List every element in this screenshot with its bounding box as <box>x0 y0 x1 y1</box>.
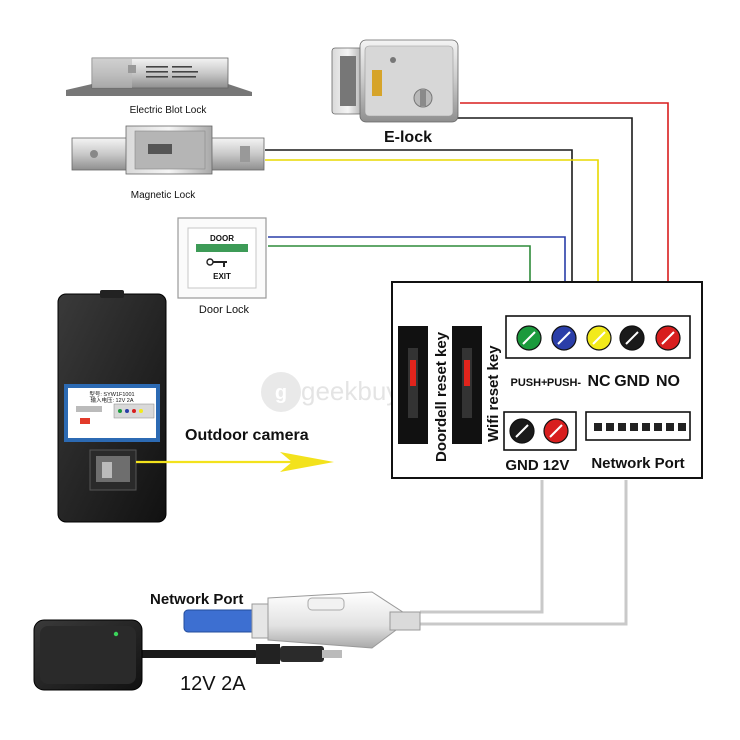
box-cables <box>420 480 628 626</box>
terminal-screw-slot <box>592 331 606 345</box>
power-plug <box>138 644 342 664</box>
magnetic-lock-label: Magnetic Lock <box>131 190 196 201</box>
exit-button-top-text: DOOR <box>210 234 234 243</box>
terminal-screw-slot <box>515 424 529 438</box>
wire-red <box>460 102 669 320</box>
terminal-screw-slot <box>625 331 639 345</box>
relay-terminal-label: PUSH- <box>547 377 582 389</box>
doorbell-reset-key-label-vertical: Doordell reset key <box>433 331 450 462</box>
power-terminal-label: 12V <box>543 457 570 474</box>
relay-terminal-label: NC <box>587 373 611 390</box>
exit-button-bottom-text: EXIT <box>213 272 231 281</box>
power-adapter <box>33 619 143 691</box>
camera-plate-line2: 输入电压: 12V 2A <box>90 396 133 404</box>
wires <box>265 102 669 320</box>
network-port-box-label: Network Port <box>591 455 684 472</box>
electric-bolt-lock <box>66 57 252 96</box>
wire-yellow <box>265 159 599 320</box>
relay-terminal-label: NO <box>656 373 680 390</box>
outdoor-camera-label: Outdoor camera <box>185 427 309 444</box>
outdoor-camera <box>57 290 167 523</box>
electric-bolt-lock-label: Electric Blot Lock <box>130 105 208 116</box>
camera-plate-line1: 型号: SYW1F1001 <box>89 390 134 398</box>
camera-arrow <box>136 452 334 472</box>
network-port-cable-label: Network Port <box>150 591 243 608</box>
terminal-screw-slot <box>549 424 563 438</box>
wire-black <box>455 117 633 320</box>
network-plug <box>183 591 421 649</box>
e-lock-label: E-lock <box>384 129 432 146</box>
power-terminal-label: GND <box>505 457 539 474</box>
magnetic-lock <box>71 125 265 175</box>
terminal-screw-slot <box>522 331 536 345</box>
svg-text:g: g <box>275 382 287 404</box>
relay-terminal-label: PUSH+ <box>511 377 548 389</box>
wire-black-magnetic <box>265 149 573 310</box>
relay-terminal-label: GND <box>614 373 650 390</box>
terminal-screw-slot <box>557 331 571 345</box>
exit-button <box>177 217 267 299</box>
power-adapter-label: 12V 2A <box>180 673 246 695</box>
wifi-reset-key-label: Wifi reset key <box>485 345 502 442</box>
terminal-screw-slot <box>661 331 675 345</box>
e-lock <box>331 39 459 123</box>
exit-button-label: Door Lock <box>199 304 250 316</box>
